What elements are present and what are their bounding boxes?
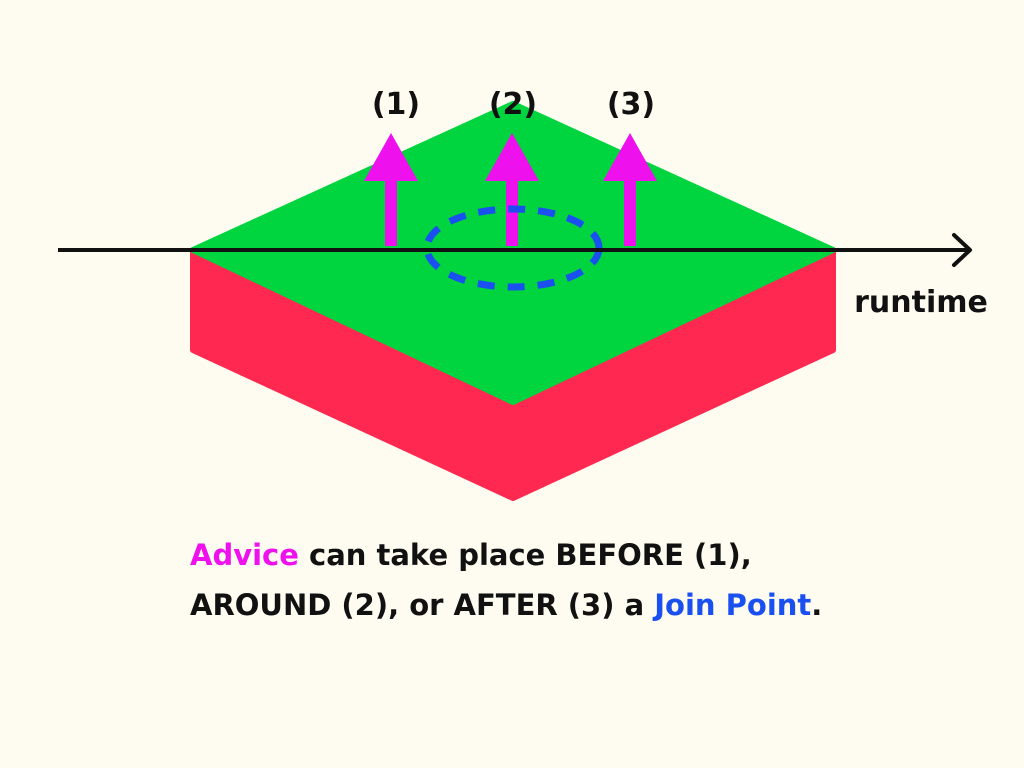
caption-text: AROUND (2), or AFTER (3) a xyxy=(190,588,655,622)
label-after: (3) xyxy=(607,87,655,122)
advice-arrow-after xyxy=(603,133,657,246)
advice-arrow-before xyxy=(364,133,418,246)
label-around: (2) xyxy=(489,87,537,122)
caption-text: can take place BEFORE (1), xyxy=(298,538,752,572)
caption-text: . xyxy=(811,588,823,622)
join-point-term: Join Point xyxy=(654,588,812,622)
block-top-face xyxy=(190,101,836,405)
caption-line-2: AROUND (2), or AFTER (3) a Join Point. xyxy=(190,580,990,630)
caption: Advice can take place BEFORE (1), AROUND… xyxy=(190,530,990,630)
runtime-axis xyxy=(58,233,972,267)
advice-term: Advice xyxy=(190,538,299,572)
caption-line-1: Advice can take place BEFORE (1), xyxy=(190,530,990,580)
axis-label-runtime: runtime xyxy=(854,285,988,320)
label-before: (1) xyxy=(372,87,420,122)
